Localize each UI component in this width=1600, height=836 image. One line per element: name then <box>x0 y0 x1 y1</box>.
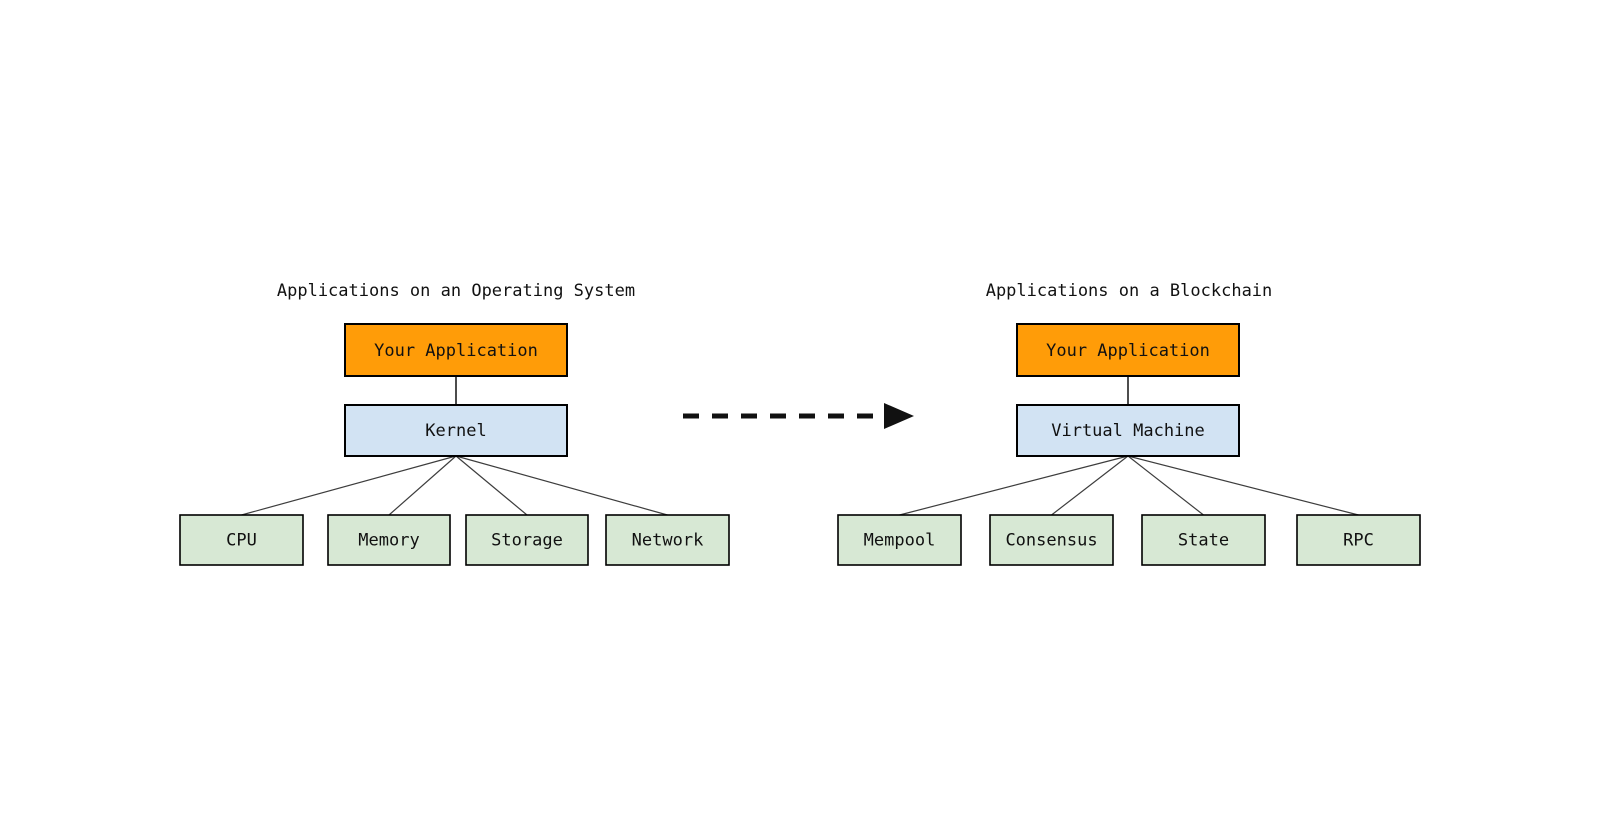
os-diagram-title: Applications on an Operating System <box>277 281 635 301</box>
os-your-application-label: Your Application <box>374 341 538 361</box>
network-label: Network <box>632 531 704 551</box>
memory-label: Memory <box>358 531 419 551</box>
rpc-label: RPC <box>1343 531 1374 551</box>
kernel-label: Kernel <box>425 421 486 441</box>
os-stack-diagram: Applications on an Operating System Your… <box>179 281 730 566</box>
virtual-machine-box <box>1016 404 1240 457</box>
vm-rpc-connector <box>1127 455 1359 516</box>
mempool-label: Mempool <box>864 531 936 551</box>
state-label: State <box>1178 531 1229 551</box>
blockchain-your-application-label: Your Application <box>1046 341 1210 361</box>
arrow-head-icon <box>884 403 914 429</box>
network-box <box>605 514 730 566</box>
kernel-memory-connector <box>388 455 457 516</box>
cpu-label: CPU <box>226 531 257 551</box>
kernel-box <box>344 404 568 457</box>
blockchain-stack-diagram: Applications on a Blockchain Your Applic… <box>837 281 1421 566</box>
blockchain-diagram-title: Applications on a Blockchain <box>986 281 1273 301</box>
os-your-application-box <box>344 323 568 377</box>
mempool-box <box>837 514 962 566</box>
cpu-box <box>179 514 304 566</box>
rpc-box <box>1296 514 1421 566</box>
storage-box <box>465 514 589 566</box>
kernel-storage-connector <box>455 455 528 516</box>
memory-box <box>327 514 451 566</box>
virtual-machine-label: Virtual Machine <box>1051 421 1205 441</box>
state-box <box>1141 514 1266 566</box>
storage-label: Storage <box>491 531 563 551</box>
transformation-arrow <box>683 403 914 429</box>
vm-mempool-connector <box>899 455 1129 516</box>
vm-state-connector <box>1127 455 1204 516</box>
kernel-network-connector <box>455 455 668 516</box>
consensus-box <box>989 514 1114 566</box>
kernel-cpu-connector <box>241 455 457 516</box>
vm-consensus-connector <box>1051 455 1129 516</box>
consensus-label: Consensus <box>1005 531 1097 551</box>
blockchain-your-application-box <box>1016 323 1240 377</box>
